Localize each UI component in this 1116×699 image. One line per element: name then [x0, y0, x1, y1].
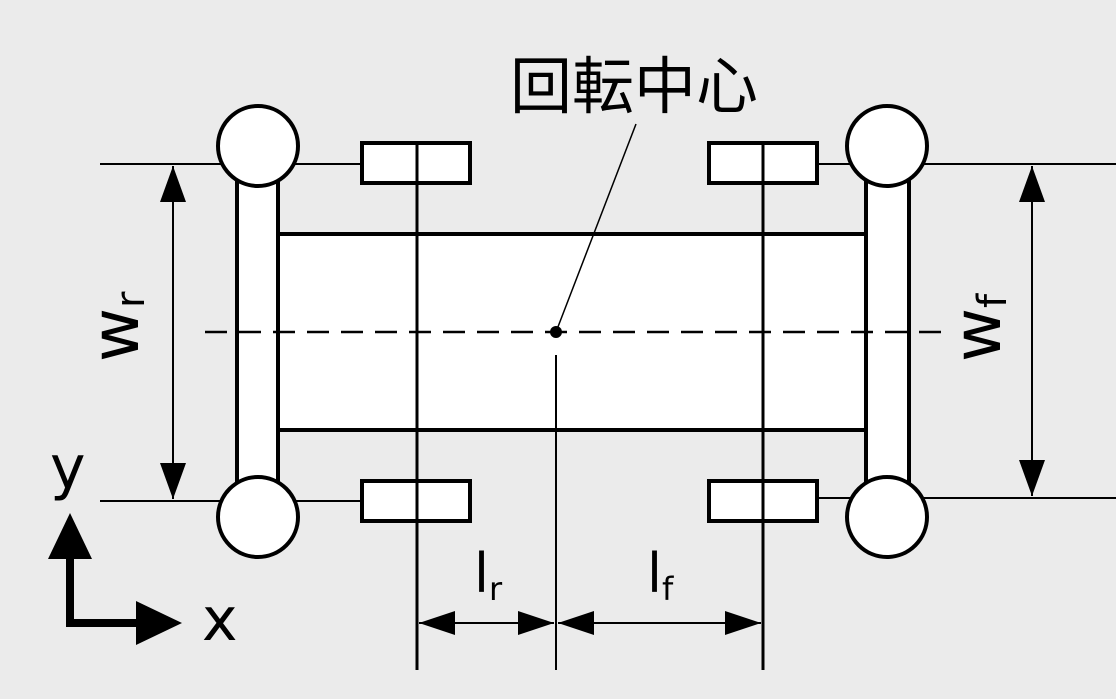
- rear-width-arrow-top: [160, 166, 186, 202]
- rear-length-label: lr: [474, 542, 503, 608]
- rear-width-label: wr: [77, 291, 154, 362]
- rotation-center-leader: [555, 123, 637, 333]
- axis-y-arrow: [48, 513, 92, 559]
- rear-length-arrow-left: [419, 611, 455, 635]
- rear-width-arrow-bottom: [160, 463, 186, 499]
- front-length-arrow-right: [725, 611, 761, 635]
- axis-y-label: y: [50, 433, 86, 503]
- rear-width-symbol: w: [77, 308, 154, 362]
- rear-length-arrow-right: [518, 611, 554, 635]
- front-width-symbol: w: [939, 308, 1016, 362]
- front-length-subscript: f: [662, 570, 674, 608]
- front-length-label: lf: [647, 542, 674, 608]
- front-bottom-joint: [845, 475, 929, 559]
- rotation-center-title: 回転中心: [510, 50, 758, 123]
- rear-top-joint: [216, 104, 300, 188]
- rear-bottom-joint: [216, 475, 300, 559]
- front-width-arrow-top: [1019, 166, 1045, 202]
- vehicle-body: [276, 232, 868, 432]
- front-width-subscript: f: [970, 293, 1016, 308]
- front-length-symbol: l: [647, 542, 662, 605]
- axis-y-line: [66, 553, 140, 627]
- rear-length-symbol: l: [474, 542, 489, 605]
- front-length-arrow-left: [558, 611, 594, 635]
- rear-width-subscript: r: [108, 291, 154, 308]
- front-top-joint: [845, 104, 929, 188]
- front-width-label: wf: [939, 293, 1016, 362]
- axis-x-label: x: [202, 585, 238, 655]
- axis-x-arrow: [136, 601, 182, 645]
- rear-length-subscript: r: [489, 570, 503, 608]
- front-width-arrow-bottom: [1019, 460, 1045, 496]
